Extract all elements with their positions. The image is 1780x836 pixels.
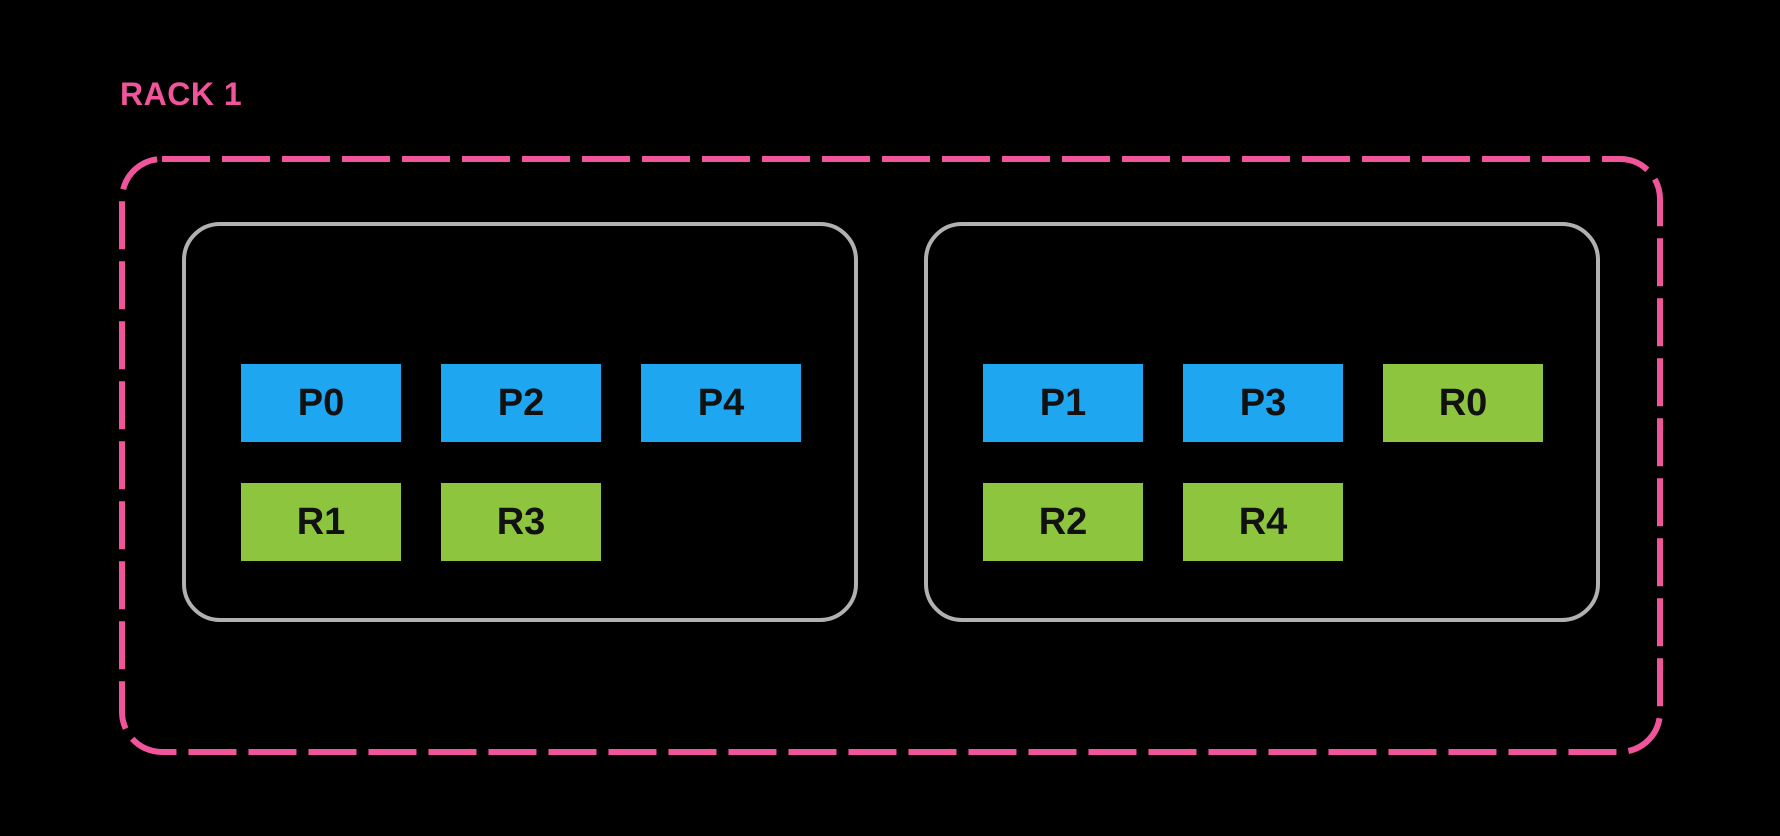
shard-row-top: P1 P3 R0	[983, 364, 1596, 442]
shard-box: P1	[983, 364, 1143, 442]
shard-row-top: P0 P2 P4	[241, 364, 854, 442]
shard-row-bottom: R1 R3	[241, 483, 854, 561]
server-node-right: P1 P3 R0 R2 R4	[924, 222, 1600, 622]
shard-box: R0	[1383, 364, 1543, 442]
shard-row-bottom: R2 R4	[983, 483, 1596, 561]
shard-box: P3	[1183, 364, 1343, 442]
rack-dashed-border-rect	[119, 156, 1663, 755]
shard-box: P0	[241, 364, 401, 442]
shard-box: R3	[441, 483, 601, 561]
shard-box: R2	[983, 483, 1143, 561]
shard-box: P4	[641, 364, 801, 442]
server-node-left: P0 P2 P4 R1 R3	[182, 222, 858, 622]
rack-title: RACK 1	[120, 76, 243, 112]
shard-box: R4	[1183, 483, 1343, 561]
shard-box: R1	[241, 483, 401, 561]
shard-box: P2	[441, 364, 601, 442]
